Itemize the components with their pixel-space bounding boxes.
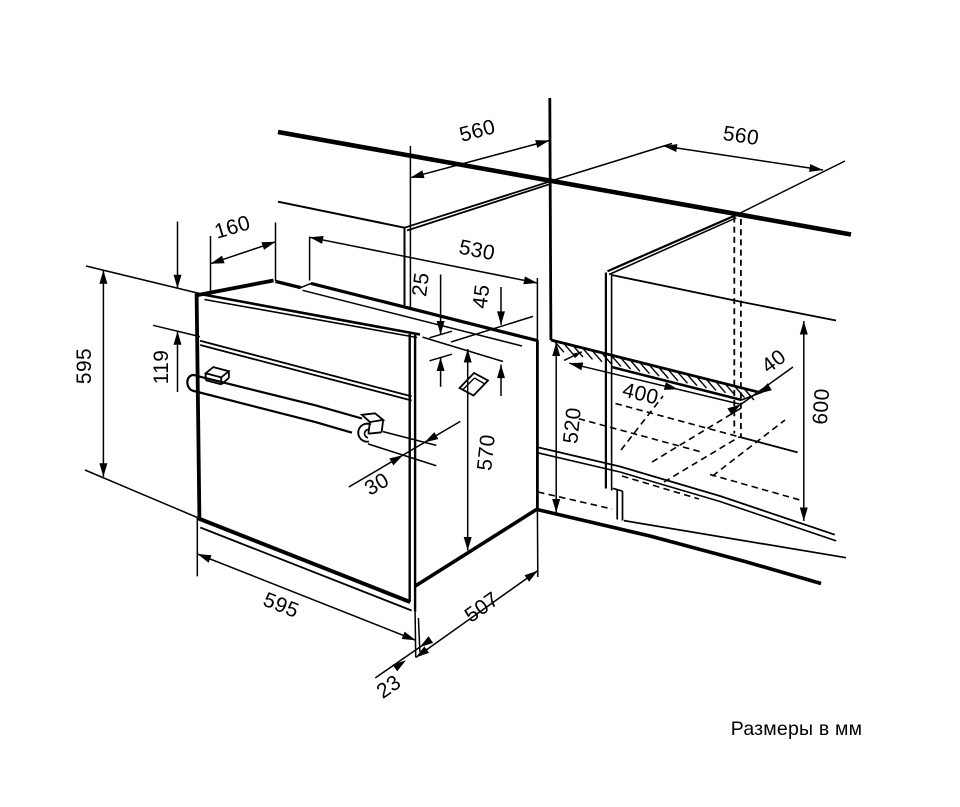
svg-text:600: 600 [809,388,834,426]
svg-text:520: 520 [559,406,586,444]
svg-text:595: 595 [73,348,96,384]
svg-text:570: 570 [473,433,500,471]
svg-text:Размеры в мм: Размеры в мм [731,718,862,740]
svg-text:25: 25 [408,271,434,298]
svg-text:45: 45 [469,283,495,310]
svg-text:119: 119 [150,350,173,385]
